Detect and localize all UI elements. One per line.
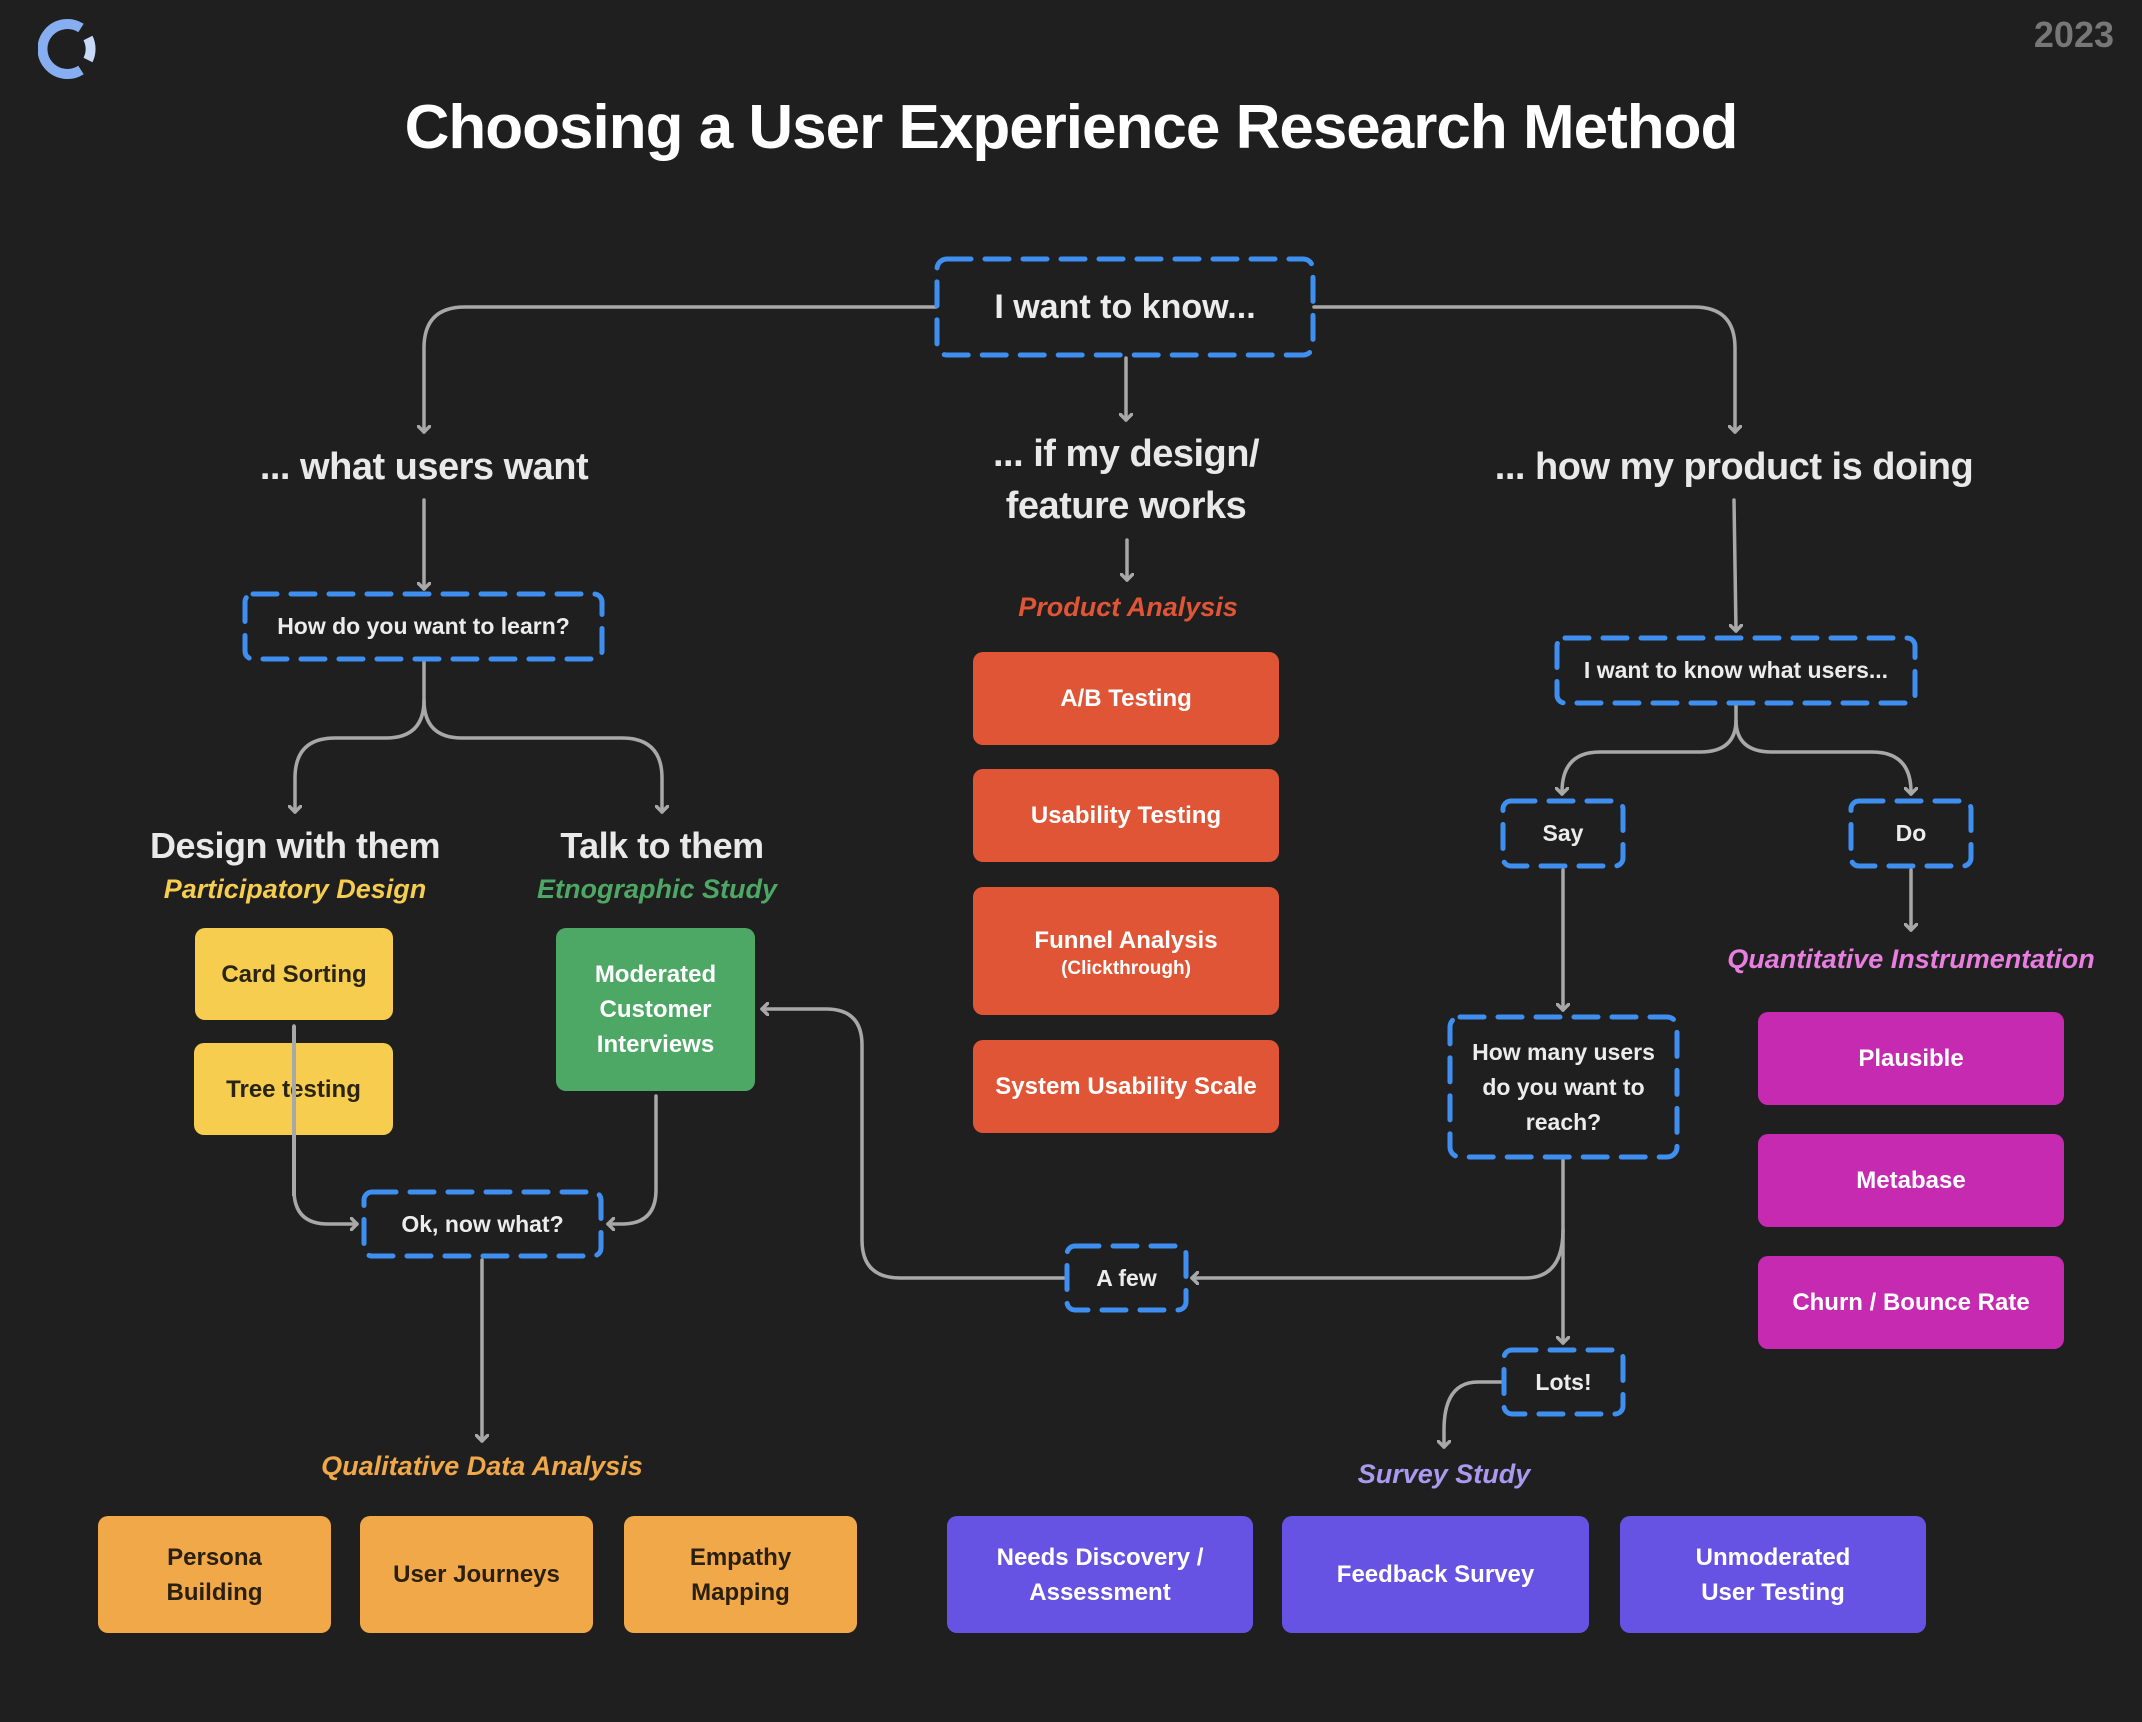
method-label: Funnel Analysis xyxy=(1034,926,1218,954)
do-option: Do xyxy=(1851,801,1971,866)
method-label: Moderated Customer Interviews xyxy=(594,961,717,1058)
connector-overlay xyxy=(292,1026,296,1196)
survey-unmoderated-testing[interactable]: Unmoderated User Testing xyxy=(1620,1516,1926,1633)
method-card-sorting[interactable]: Card Sorting xyxy=(195,928,393,1020)
learn-question: How do you want to learn? xyxy=(245,594,602,659)
product-analysis-label: Product Analysis xyxy=(1018,592,1238,622)
method-system-usability-scale[interactable]: System Usability Scale xyxy=(973,1040,1279,1133)
method-label: Card Sorting xyxy=(221,960,367,988)
branch-design-works-line2: feature works xyxy=(1005,485,1247,527)
talk-to-them-heading: Talk to them xyxy=(560,825,764,866)
method-persona-building[interactable]: Persona Building xyxy=(98,1516,331,1633)
branch-product-doing: ... how my product is doing xyxy=(1494,446,1974,488)
tool-label: Plausible xyxy=(1858,1045,1964,1072)
method-empathy-mapping[interactable]: Empathy Mapping xyxy=(624,1516,857,1633)
metric-churn-bounce-rate[interactable]: Churn / Bounce Rate xyxy=(1758,1256,2064,1349)
quantitative-instrumentation-label: Quantitative Instrumentation xyxy=(1727,944,2095,974)
reach-question-text: How many users do you want to reach? xyxy=(1472,1038,1655,1135)
few-text: A few xyxy=(1096,1264,1157,1291)
tool-label: Metabase xyxy=(1856,1167,1966,1194)
method-label: System Usability Scale xyxy=(995,1073,1257,1100)
method-usability-testing[interactable]: Usability Testing xyxy=(973,769,1279,862)
survey-study-label: Survey Study xyxy=(1357,1459,1531,1489)
method-moderated-interviews[interactable]: Moderated Customer Interviews xyxy=(556,928,755,1091)
connector-lots-survey xyxy=(1444,1380,1503,1449)
lots-text: Lots! xyxy=(1535,1368,1592,1395)
connector-root-left xyxy=(424,305,938,434)
connector-split-design xyxy=(295,660,426,814)
say-text: Say xyxy=(1542,820,1584,846)
survey-label: Needs Discovery / Assessment xyxy=(996,1543,1204,1606)
method-label: Empathy Mapping xyxy=(689,1543,792,1606)
method-ab-testing[interactable]: A/B Testing xyxy=(973,652,1279,745)
ethnographic-study-label: Etnographic Study xyxy=(536,874,777,904)
learn-question-text: How do you want to learn? xyxy=(277,613,570,639)
method-label: A/B Testing xyxy=(1060,685,1192,712)
branch-design-works-line1: ... if my design/ xyxy=(993,433,1260,475)
connector-split-do xyxy=(1734,718,1911,796)
lots-option: Lots! xyxy=(1504,1350,1623,1414)
tool-plausible[interactable]: Plausible xyxy=(1758,1012,2064,1105)
branch-users-want: ... what users want xyxy=(259,446,589,488)
tool-label: Churn / Bounce Rate xyxy=(1792,1289,2030,1316)
method-label: Persona Building xyxy=(166,1543,263,1606)
next-question-text: Ok, now what? xyxy=(401,1210,564,1237)
participatory-design-label: Participatory Design xyxy=(163,874,427,904)
root-question: I want to know... xyxy=(937,259,1313,355)
do-text: Do xyxy=(1895,820,1927,846)
tool-metabase[interactable]: Metabase xyxy=(1758,1134,2064,1227)
method-label: Usability Testing xyxy=(1030,802,1222,829)
connector-reach-few xyxy=(1190,1228,1565,1278)
users-question-text: I want to know what users... xyxy=(1583,657,1889,683)
connector-product-question xyxy=(1734,498,1736,633)
page-title: Choosing a User Experience Research Meth… xyxy=(404,93,1739,162)
few-option: A few xyxy=(1067,1246,1186,1310)
qualitative-analysis-label: Qualitative Data Analysis xyxy=(321,1451,643,1481)
method-user-journeys[interactable]: User Journeys xyxy=(360,1516,593,1633)
say-option: Say xyxy=(1503,801,1623,866)
survey-needs-discovery[interactable]: Needs Discovery / Assessment xyxy=(947,1516,1253,1633)
connector-split-say xyxy=(1562,704,1738,796)
survey-feedback[interactable]: Feedback Survey xyxy=(1282,1516,1589,1633)
design-with-them-heading: Design with them xyxy=(149,825,441,866)
connector-root-right xyxy=(1312,305,1735,434)
connector-talk-next xyxy=(606,1094,658,1224)
connector-split-talk xyxy=(422,698,662,814)
users-question: I want to know what users... xyxy=(1557,638,1915,703)
survey-label: Unmoderated User Testing xyxy=(1695,1543,1851,1606)
survey-label: Feedback Survey xyxy=(1336,1561,1535,1588)
root-label: I want to know... xyxy=(994,287,1256,326)
year-label: 2023 xyxy=(2033,14,2114,55)
method-funnel-analysis[interactable]: Funnel Analysis (Clickthrough) xyxy=(973,887,1279,1015)
next-question: Ok, now what? xyxy=(364,1192,601,1256)
method-sublabel: (Clickthrough) xyxy=(1061,957,1191,979)
reach-question: How many users do you want to reach? xyxy=(1450,1017,1677,1157)
method-label: User Journeys xyxy=(393,1561,560,1588)
logo-icon xyxy=(37,18,100,80)
